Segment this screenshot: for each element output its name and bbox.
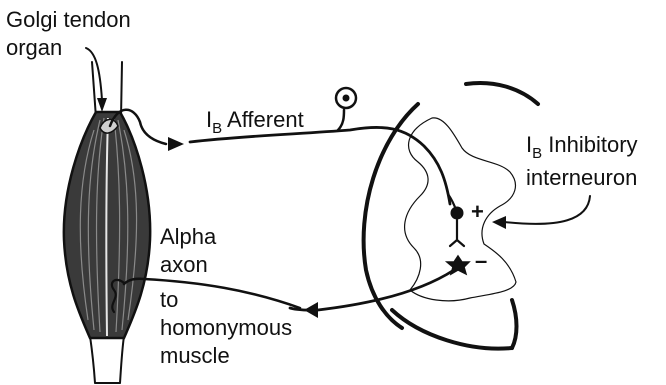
alpha-axon-label-line1: Alpha [160, 224, 217, 249]
muscle [64, 62, 150, 383]
target-label-line2: homonymous [160, 315, 292, 340]
target-label-line3: muscle [160, 343, 230, 368]
plus-sign: + [471, 199, 484, 224]
golgi-label-line2: organ [6, 35, 62, 60]
cord-top-right-outline [466, 83, 538, 104]
ib-afferent-label: IB Afferent [206, 107, 304, 137]
cord-bottom-outline [392, 310, 512, 349]
interneuron-axon [450, 220, 464, 246]
minus-sign: – [475, 248, 487, 273]
target-label-line1: to [160, 287, 178, 312]
spinal-cord [364, 83, 538, 349]
alpha-axon-label-line2: axon [160, 252, 208, 277]
alpha-axon-return [124, 279, 300, 308]
ib-afferent-arrowhead [168, 137, 184, 151]
golgi-pointer-arrowhead [97, 98, 107, 112]
lower-tendon [90, 336, 124, 383]
golgi-label-line1: Golgi tendon [6, 7, 131, 32]
interneuron-label-line1: IB Inhibitory [526, 132, 638, 162]
interneuron-cell-body [451, 207, 464, 220]
upper-tendon [92, 62, 122, 118]
alpha-axon-arrowhead [304, 302, 318, 318]
cord-right-lower-outline [512, 300, 517, 348]
interneuron-label-line2: interneuron [526, 165, 637, 190]
ganglion-nucleus [343, 95, 350, 102]
ib-afferent-fiber [190, 127, 450, 204]
interneuron-pointer-line [504, 196, 590, 224]
ganglion-stalk [338, 110, 344, 130]
interneuron-pointer-arrowhead [492, 216, 506, 229]
